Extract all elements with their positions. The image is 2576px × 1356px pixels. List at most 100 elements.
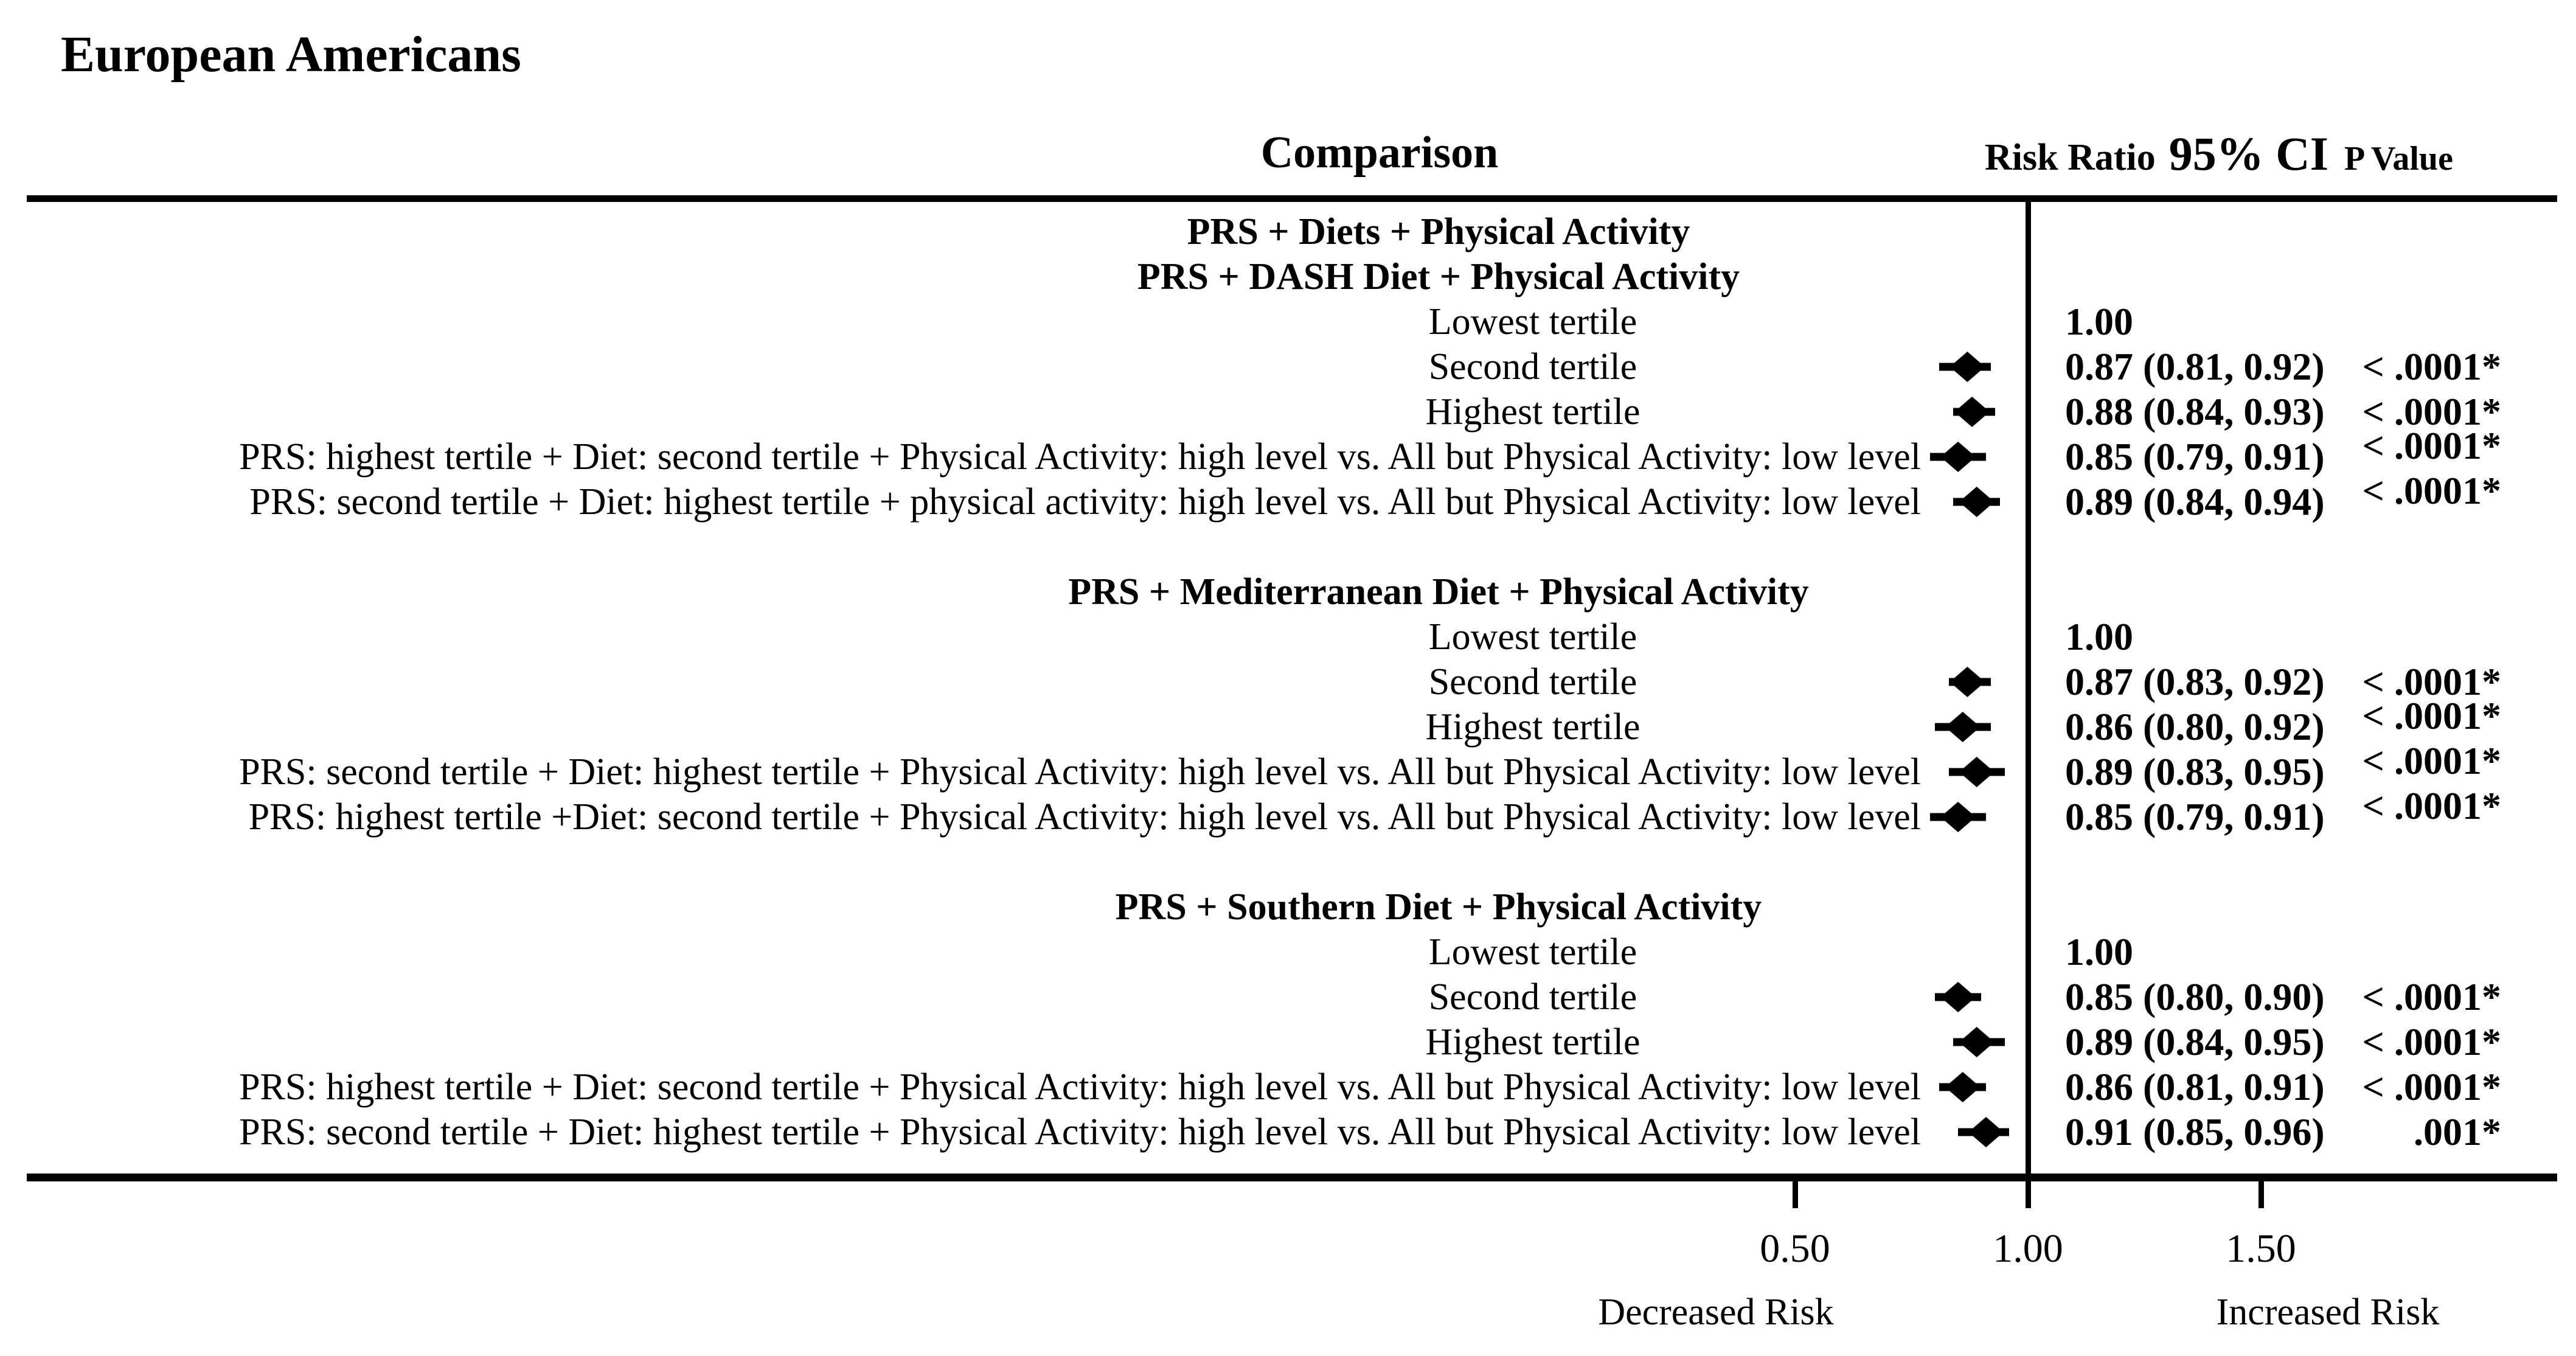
risk-ratio-value: 0.89 (0.83, 0.95) xyxy=(2065,750,2325,793)
risk-ratio-value: 0.87 (0.83, 0.92) xyxy=(2065,660,2325,703)
risk-ratio-value: 1.00 xyxy=(2065,615,2133,658)
comparison-label: PRS: highest tertile +Diet: second terti… xyxy=(248,796,1921,838)
p-value: < .0001* xyxy=(2362,660,2501,703)
row-values: 0.87 (0.83, 0.92) < .0001* xyxy=(2065,662,2501,701)
row-values: 1.00 xyxy=(2065,302,2501,341)
comparison-label: PRS: second tertile + Diet: highest tert… xyxy=(249,481,1921,523)
reference-line xyxy=(2025,202,2031,1173)
p-value: < .0001* xyxy=(2362,784,2501,827)
row-values: 0.89 (0.84, 0.95)< .0001* xyxy=(2065,1023,2501,1062)
row-values: 1.00 xyxy=(2065,617,2501,656)
comparison-row: Lowest tertile 1.00 xyxy=(0,930,2576,975)
risk-ratio-value: 0.87 (0.81, 0.92) xyxy=(2065,345,2325,388)
section-header-label: PRS + DASH Diet + Physical Activity xyxy=(1137,256,1740,297)
decreased-risk-label: Decreased Risk xyxy=(1598,1292,1834,1333)
comparison-row: PRS: highest tertile +Diet: second terti… xyxy=(0,787,2576,840)
point-diamond xyxy=(1949,667,1985,697)
row-values: 0.91 (0.85, 0.96) .001* xyxy=(2065,1113,2501,1152)
point-diamond xyxy=(1959,1027,1994,1057)
point-diamond xyxy=(1959,757,1994,787)
comparison-row: Second tertile 0.85 (0.80, 0.90) < .0001* xyxy=(0,975,2576,1020)
point-diamond xyxy=(1954,397,1990,427)
point-diamond xyxy=(1945,1072,1981,1102)
comparison-label: Highest tertile xyxy=(1425,1021,1640,1063)
comparison-label: PRS: second tertile + Diet: highest tert… xyxy=(239,1111,1921,1153)
p-value: < .0001* xyxy=(2362,345,2501,388)
comparison-label: Highest tertile xyxy=(1425,706,1640,748)
comparison-label: Lowest tertile xyxy=(1428,616,1637,658)
risk-ratio-value: 0.85 (0.80, 0.90) xyxy=(2065,975,2325,1018)
x-tick-label: 1.00 xyxy=(1993,1226,2063,1271)
comparison-row: PRS: highest tertile + Diet: second tert… xyxy=(0,426,2576,479)
point-diamond xyxy=(1940,802,1976,832)
risk-ratio-value: 0.86 (0.81, 0.91) xyxy=(2065,1065,2325,1108)
p-value: < .0001* xyxy=(2362,975,2501,1018)
row-values: 0.89 (0.83, 0.95) < .0001* xyxy=(2065,742,2501,793)
table-bottom-rule xyxy=(27,1173,2557,1181)
p-value: < .0001* xyxy=(2362,424,2501,467)
row-values: 0.89 (0.84, 0.94) < .0001* xyxy=(2065,471,2501,523)
row-values: 0.86 (0.80, 0.92)< .0001* xyxy=(2065,697,2501,746)
risk-ratio-value: 1.00 xyxy=(2065,930,2133,973)
comparison-label: Second tertile xyxy=(1428,661,1637,703)
comparison-row: Highest tertile 0.88 (0.84, 0.93)< .0001* xyxy=(0,389,2576,434)
p-value: < .0001* xyxy=(2362,1065,2501,1108)
x-tick xyxy=(2025,1181,2031,1208)
comparison-row: Lowest tertile 1.00 xyxy=(0,614,2576,659)
point-diamond xyxy=(1949,352,1985,382)
comparison-label: Highest tertile xyxy=(1425,391,1640,433)
row-values: 0.88 (0.84, 0.93)< .0001* xyxy=(2065,392,2501,431)
comparison-row: PRS: second tertile + Diet: highest tert… xyxy=(0,1110,2576,1155)
column-header-p-value: P Value xyxy=(2344,140,2453,178)
comparison-row: Second tertile 0.87 (0.83, 0.92) < .0001* xyxy=(0,659,2576,704)
comparison-row: PRS: second tertile + Diet: highest tert… xyxy=(0,742,2576,794)
comparison-label: PRS: highest tertile + Diet: second tert… xyxy=(239,1066,1921,1108)
comparison-label: Lowest tertile xyxy=(1428,931,1637,973)
x-tick xyxy=(2258,1181,2264,1208)
column-header-comparison: Comparison xyxy=(1260,128,1499,178)
point-diamond xyxy=(1945,712,1981,742)
comparison-row: Highest tertile 0.86 (0.80, 0.92)< .0001* xyxy=(0,697,2576,749)
p-value: .001* xyxy=(2414,1110,2501,1153)
risk-ratio-value: 0.85 (0.79, 0.91) xyxy=(2065,795,2325,838)
row-values: 0.86 (0.81, 0.91) < .0001* xyxy=(2065,1068,2501,1107)
section-header-row: PRS + Mediterranean Diet + Physical Acti… xyxy=(0,569,2576,614)
section-header-label: PRS + Southern Diet + Physical Activity xyxy=(1115,886,1762,928)
section-header-row: PRS + Diets + Physical Activity xyxy=(0,209,2576,254)
risk-ratio-value: 1.00 xyxy=(2065,300,2133,343)
table-top-rule xyxy=(27,195,2557,202)
comparison-label: PRS: second tertile + Diet: highest tert… xyxy=(239,751,1921,793)
comparison-row: Highest tertile 0.89 (0.84, 0.95)< .0001* xyxy=(0,1020,2576,1065)
row-values: 0.87 (0.81, 0.92) < .0001* xyxy=(2065,347,2501,386)
risk-ratio-value: 0.85 (0.79, 0.91) xyxy=(2065,435,2325,478)
risk-ratio-value: 0.89 (0.84, 0.95) xyxy=(2065,1020,2325,1063)
section-header-label: PRS + Diets + Physical Activity xyxy=(1187,211,1690,252)
x-tick-label: 0.50 xyxy=(1760,1226,1830,1271)
row-values: 1.00 xyxy=(2065,933,2501,972)
section-header-row: PRS + Southern Diet + Physical Activity xyxy=(0,885,2576,930)
point-diamond xyxy=(1940,442,1976,472)
p-value: < .0001* xyxy=(2362,469,2501,512)
comparison-row: PRS: highest tertile + Diet: second tert… xyxy=(0,1065,2576,1110)
comparison-row: Lowest tertile 1.00 xyxy=(0,299,2576,344)
p-value: < .0001* xyxy=(2362,739,2501,782)
column-header-ci: 95% CI xyxy=(2168,127,2328,180)
column-header-risk-ratio: Risk Ratio xyxy=(1985,137,2156,178)
comparison-label: Lowest tertile xyxy=(1428,301,1637,342)
column-header-values: Risk Ratio 95% CI P Value xyxy=(1985,130,2453,178)
comparison-label: Second tertile xyxy=(1428,976,1637,1018)
comparison-label: PRS: highest tertile + Diet: second tert… xyxy=(239,436,1921,478)
point-diamond xyxy=(1940,982,1976,1012)
point-diamond xyxy=(1968,1117,2004,1147)
p-value: < .0001* xyxy=(2362,694,2501,737)
point-diamond xyxy=(1959,487,1994,517)
row-values: 0.85 (0.79, 0.91) < .0001* xyxy=(2065,787,2501,838)
section-header-label: PRS + Mediterranean Diet + Physical Acti… xyxy=(1068,571,1809,613)
p-value: < .0001* xyxy=(2362,390,2501,433)
risk-ratio-value: 0.91 (0.85, 0.96) xyxy=(2065,1110,2325,1153)
page-title: European Americans xyxy=(61,26,521,83)
row-values: 0.85 (0.79, 0.91) < .0001* xyxy=(2065,426,2501,478)
risk-ratio-value: 0.89 (0.84, 0.94) xyxy=(2065,480,2325,523)
